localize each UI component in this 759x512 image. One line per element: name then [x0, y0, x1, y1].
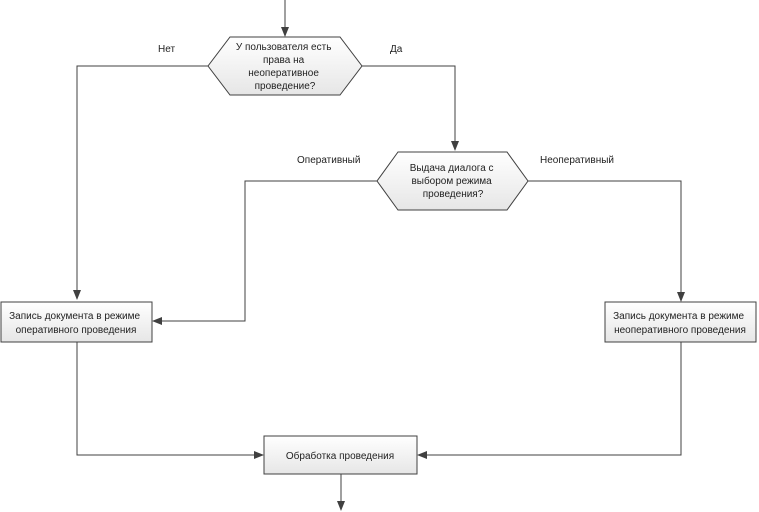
- connector-operative-to-processing: [76, 342, 264, 459]
- edge-label-yes: Да: [390, 44, 403, 55]
- edge-label-operative: Оперативный: [297, 155, 360, 166]
- decision-rights-shape: [207, 36, 363, 96]
- process-write-nonoperative: Запись документа в режиме неоперативного…: [604, 301, 757, 343]
- decision-dialog-text: Выдача диалога с выбором режима проведен…: [410, 163, 497, 200]
- edge-label-no: Нет: [158, 44, 175, 55]
- process-write-operative-text: Запись документа в режиме оперативного п…: [9, 311, 143, 336]
- process-write-nonoperative-shape: [604, 301, 757, 343]
- process-processing-shape: [263, 435, 418, 475]
- decision-dialog-shape: [376, 151, 529, 211]
- edge-label-nonoperative: Неоперативный: [540, 155, 614, 166]
- connector-operative: [152, 180, 377, 325]
- connector-nonoperative: [528, 180, 685, 302]
- decision-dialog: Выдача диалога с выбором режима проведен…: [376, 151, 529, 211]
- process-write-operative: Запись документа в режиме оперативного п…: [0, 301, 153, 343]
- decision-rights-text: У пользователя есть права на неоперативн…: [236, 42, 334, 92]
- decision-rights: У пользователя есть права на неоперативн…: [207, 36, 363, 96]
- connector-no: [73, 65, 208, 300]
- connector-nonoperative-to-processing: [417, 342, 682, 459]
- process-processing-text: Обработка проведения: [286, 450, 394, 462]
- process-write-nonoperative-text: Запись документа в режиме неоперативного…: [613, 311, 747, 336]
- process-write-operative-shape: [0, 301, 153, 343]
- connector-yes: [362, 65, 459, 151]
- process-processing: Обработка проведения: [263, 435, 418, 475]
